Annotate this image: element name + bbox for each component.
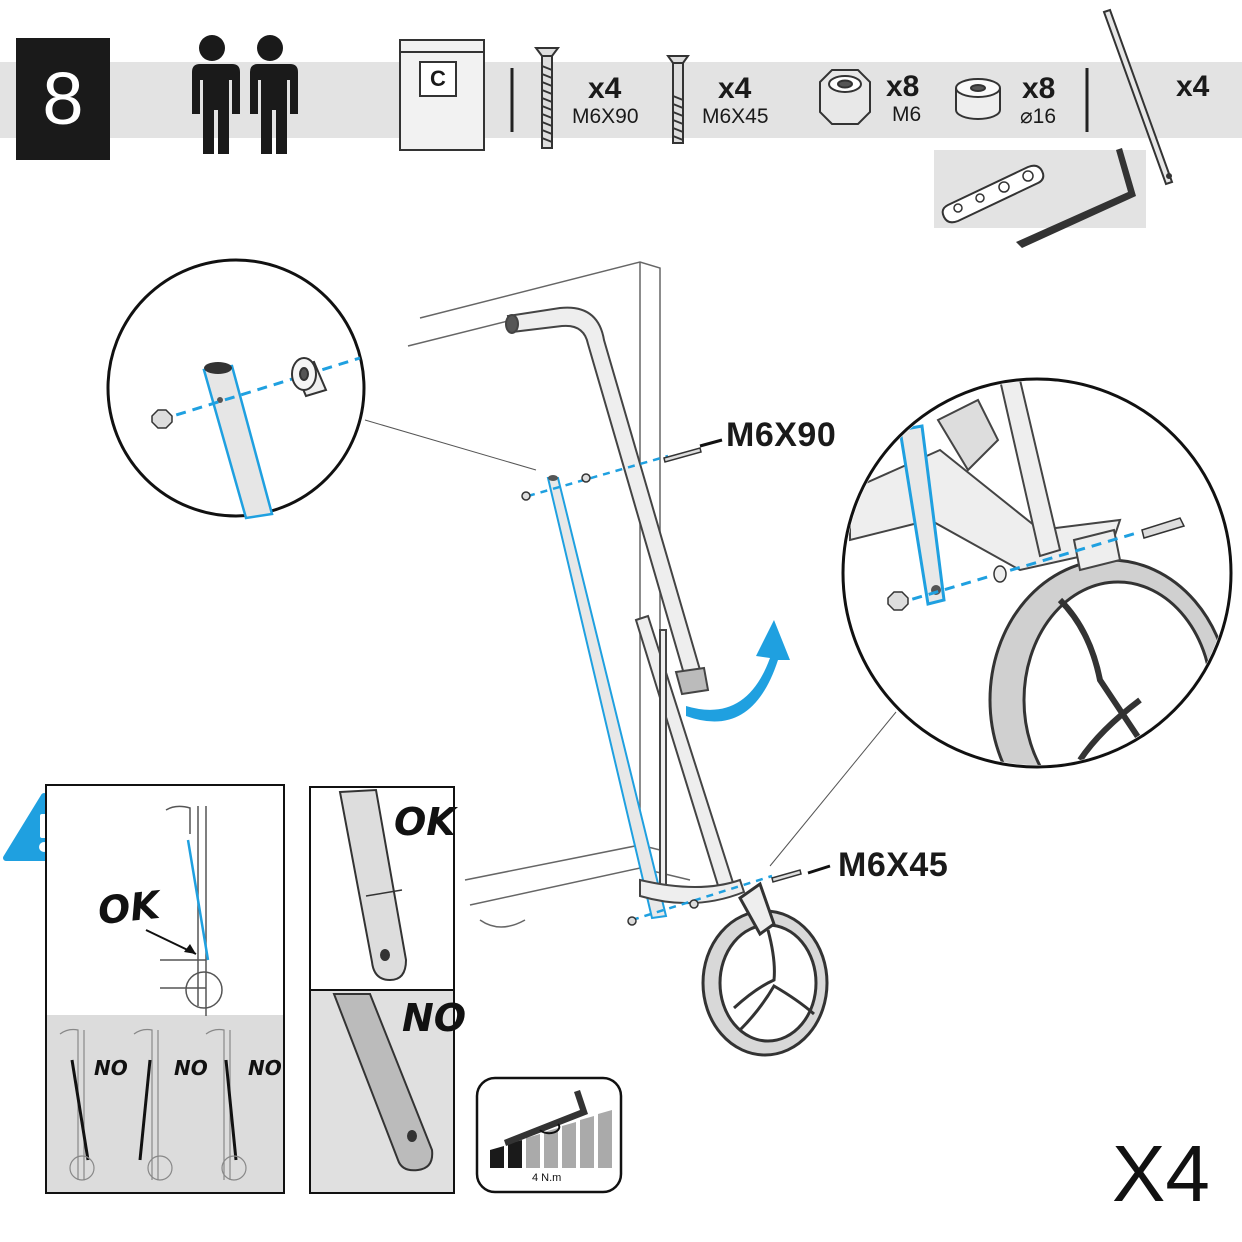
allen-key-icon xyxy=(1016,148,1136,248)
assembly-lines xyxy=(527,454,773,922)
nut-spec: M6 xyxy=(892,103,922,126)
two-people-icon xyxy=(192,35,298,154)
long-screw-qty: x4 xyxy=(588,72,622,105)
nut-icon xyxy=(887,591,909,611)
detail-circle-right xyxy=(841,377,1233,769)
tool-panel xyxy=(934,148,1146,248)
bag-icon xyxy=(399,39,485,151)
step-number: 8 xyxy=(16,38,110,160)
nut-qty: x8 xyxy=(886,70,920,103)
compare-panel xyxy=(309,786,455,1194)
correct-tube-end xyxy=(338,788,408,982)
handle xyxy=(505,306,710,696)
compare-no-label: NO xyxy=(402,996,467,1040)
wheel xyxy=(701,881,829,1057)
repeat-count: X4 xyxy=(1112,1129,1210,1218)
short-screw-icon xyxy=(666,55,690,144)
short-screw-callout: M6X45 xyxy=(838,846,949,884)
spanner-icon xyxy=(941,164,1045,224)
compare-ok-label: OK xyxy=(394,800,456,844)
rotate-arrow xyxy=(686,620,790,722)
torque-value: 4 N.m xyxy=(532,1172,562,1184)
warning-panel xyxy=(45,784,285,1194)
detail-circle-top xyxy=(106,258,366,520)
long-screw-callout: M6X90 xyxy=(726,416,837,454)
warning-no-label-2: NO xyxy=(174,1056,208,1080)
nut-icon xyxy=(819,69,871,125)
long-screw-icon xyxy=(534,47,560,149)
short-screw-qty: x4 xyxy=(718,72,752,105)
torque-box xyxy=(475,1076,623,1194)
spacer-icon xyxy=(291,357,328,398)
spacer-icon xyxy=(955,78,1001,120)
side-strut xyxy=(634,614,746,905)
spacer-qty: x8 xyxy=(1022,72,1056,105)
spacer-spec: ⌀16 xyxy=(1020,105,1057,128)
inner-tube xyxy=(546,475,668,920)
wrong-examples xyxy=(59,1028,247,1181)
tube-icon xyxy=(1102,8,1174,186)
short-screw-spec: M6X45 xyxy=(702,105,769,128)
warning-no-label-1: NO xyxy=(94,1056,128,1080)
allen-key-icon xyxy=(504,1090,588,1146)
wrong-tube-end xyxy=(332,993,434,1172)
warning-no-label-3: NO xyxy=(248,1056,282,1080)
small-hardware xyxy=(521,447,802,926)
bag-letter: C xyxy=(430,66,446,91)
long-screw-spec: M6X90 xyxy=(572,105,639,128)
warning-ok-label: OK xyxy=(95,882,162,934)
nut-icon xyxy=(151,409,173,429)
tube-qty: x4 xyxy=(1176,70,1210,103)
